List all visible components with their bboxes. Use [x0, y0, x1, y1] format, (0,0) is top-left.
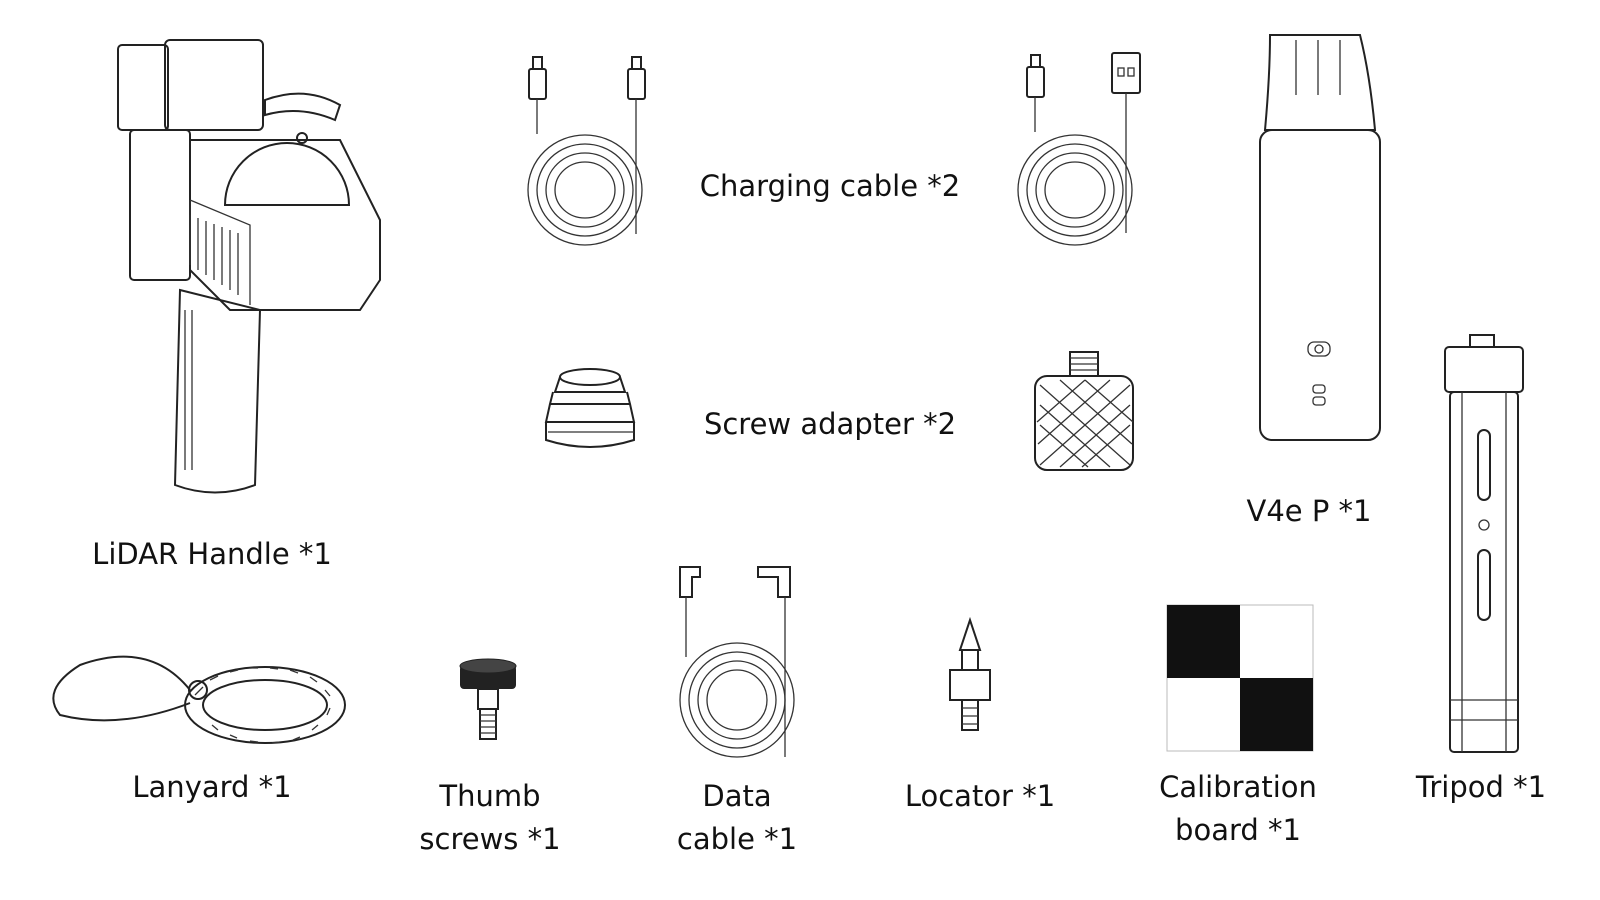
locator-illustration [949, 616, 991, 731]
tripod-illustration [1444, 334, 1524, 753]
screw-adapter-label: Screw adapter *2 [703, 407, 957, 441]
tripod-label: Tripod *1 [1415, 770, 1547, 804]
screw-adapter-knurled-illustration [1034, 351, 1134, 471]
data-cable-label-line1: Data [702, 779, 772, 813]
thumb-screws-label-line2: screws *1 [419, 822, 561, 856]
locator-label: Locator *1 [904, 779, 1056, 813]
calibration-board-label-line1: Calibration [1159, 770, 1317, 804]
v4e-p-device-illustration [1259, 34, 1381, 441]
v4e-p-label: V4e P *1 [1246, 494, 1372, 528]
thumb-screws-label-line1: Thumb [439, 779, 541, 813]
screw-adapter-illustration [544, 368, 636, 448]
calibration-board-illustration [1166, 604, 1314, 752]
lidar-handle-illustration [117, 39, 381, 494]
calibration-board-label: Calibration board *1 [1159, 766, 1317, 852]
calibration-board-label-line2: board *1 [1175, 813, 1301, 847]
data-cable-illustration [679, 566, 795, 758]
thumb-screws-label: Thumb screws *1 [419, 775, 560, 861]
lanyard-illustration [52, 655, 346, 744]
charging-cable-usb-a-illustration [1017, 52, 1141, 246]
charging-cable-usb-c-illustration [527, 56, 646, 246]
data-cable-label: Data cable *1 [677, 775, 797, 861]
lidar-handle-label: LiDAR Handle *1 [92, 537, 332, 571]
data-cable-label-line2: cable *1 [676, 822, 798, 856]
thumb-screw-illustration [459, 658, 517, 740]
lanyard-label: Lanyard *1 [132, 770, 292, 804]
charging-cable-label: Charging cable *2 [699, 169, 961, 203]
